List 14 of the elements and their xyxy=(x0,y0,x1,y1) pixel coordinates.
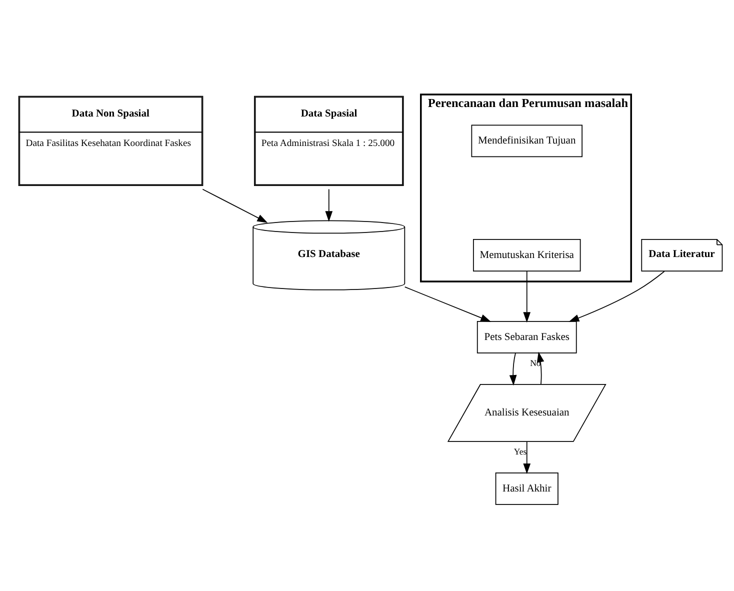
arrow xyxy=(568,270,665,322)
arrow xyxy=(325,188,333,222)
node-box: Mendefinisikan Tujuan xyxy=(471,124,582,157)
arrow xyxy=(523,440,531,474)
edge-label: Yes xyxy=(514,446,527,456)
node-box: Memutuskan Kriterisa xyxy=(473,238,581,271)
node-box: Hasil Akhir xyxy=(495,472,558,504)
node-box: Pets Sebaran Faskes xyxy=(476,320,577,353)
arrow xyxy=(404,286,492,322)
arrow xyxy=(536,351,544,384)
arrow xyxy=(509,352,517,386)
arrow xyxy=(523,270,531,322)
edge-label: No xyxy=(530,357,541,368)
arrow xyxy=(202,188,268,222)
